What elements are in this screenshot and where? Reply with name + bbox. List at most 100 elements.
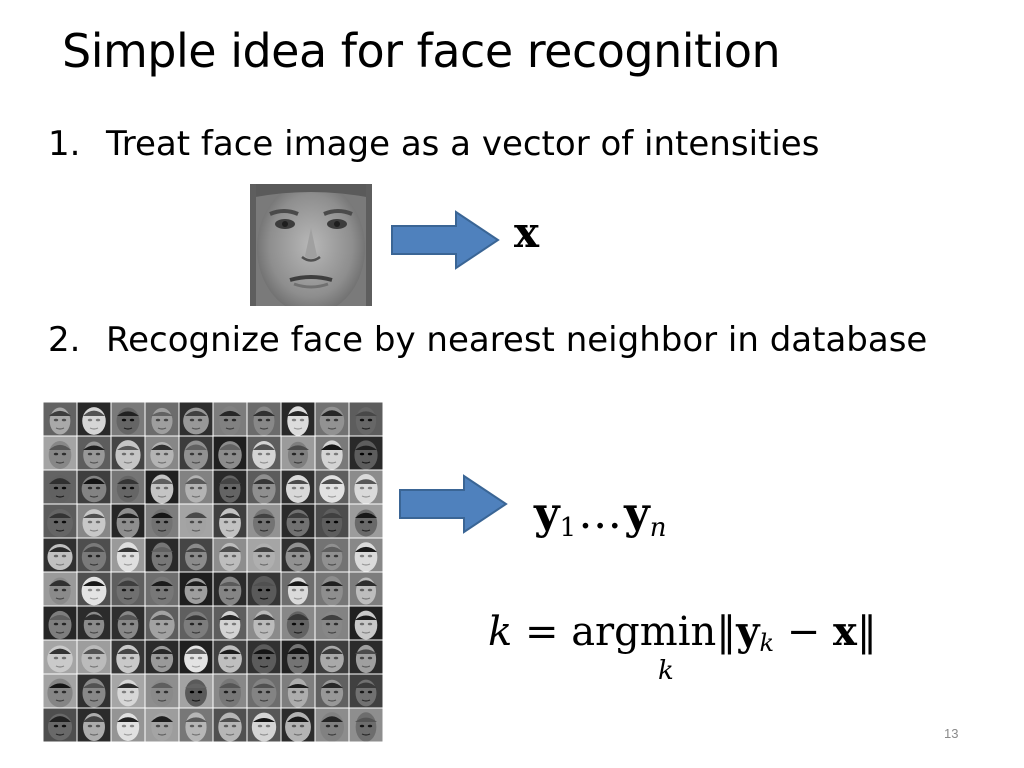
database-face-thumbnail (349, 436, 383, 470)
database-face-thumbnail (179, 572, 213, 606)
norm-close: ‖ (856, 609, 877, 655)
database-face-thumbnail (179, 402, 213, 436)
database-face-thumbnail (145, 436, 179, 470)
database-face-thumbnail (179, 606, 213, 640)
database-face-thumbnail (43, 538, 77, 572)
database-face-thumbnail (213, 674, 247, 708)
database-face-thumbnail (281, 402, 315, 436)
bullet-1-number: 1. (48, 124, 81, 164)
database-face-thumbnail (111, 640, 145, 674)
vector-y1-subscript: 1 (559, 513, 577, 543)
vector-yk: y (736, 608, 760, 655)
database-face-thumbnail (213, 606, 247, 640)
database-face-thumbnail (247, 640, 281, 674)
database-face-thumbnail (111, 436, 145, 470)
database-face-thumbnail (179, 708, 213, 742)
database-face-thumbnail (77, 572, 111, 606)
database-face-thumbnail (315, 470, 349, 504)
vector-yn: y (624, 488, 650, 539)
database-face-thumbnail (43, 436, 77, 470)
database-face-thumbnail (247, 470, 281, 504)
database-face-thumbnail (111, 572, 145, 606)
database-face-thumbnail (349, 538, 383, 572)
database-face-thumbnail (111, 504, 145, 538)
database-face-thumbnail (349, 402, 383, 436)
database-face-thumbnail (349, 504, 383, 538)
arrow-to-database-vectors-icon (399, 474, 508, 534)
database-face-thumbnail (213, 538, 247, 572)
bullet-1-text: Treat face image as a vector of intensit… (106, 124, 820, 164)
vector-x: x (514, 208, 540, 257)
database-face-thumbnail (111, 606, 145, 640)
bullet-1: 1. Treat face image as a vector of intens… (48, 124, 819, 164)
database-face-thumbnail (281, 470, 315, 504)
database-face-thumbnail (213, 436, 247, 470)
database-face-thumbnail (145, 674, 179, 708)
database-face-thumbnail (43, 402, 77, 436)
database-face-thumbnail (43, 504, 77, 538)
database-face-thumbnail (315, 708, 349, 742)
database-face-thumbnail (315, 674, 349, 708)
database-face-thumbnail (349, 606, 383, 640)
database-face-thumbnail (179, 436, 213, 470)
database-face-thumbnail (77, 606, 111, 640)
database-face-thumbnail (213, 504, 247, 538)
bullet-2-number: 2. (48, 320, 81, 360)
vector-yk-subscript: k (759, 629, 775, 657)
database-face-thumbnail (179, 640, 213, 674)
norm-open: ‖ (716, 609, 737, 655)
database-face-thumbnail (111, 470, 145, 504)
database-face-thumbnail (43, 708, 77, 742)
vector-y1: y (534, 488, 560, 539)
database-face-thumbnail (145, 470, 179, 504)
argmin-equation: k = argmin‖yk − x‖k (488, 608, 877, 686)
database-face-thumbnail (349, 708, 383, 742)
database-face-thumbnail (111, 402, 145, 436)
database-face-thumbnail (145, 504, 179, 538)
database-face-thumbnail (315, 402, 349, 436)
database-face-thumbnail (281, 640, 315, 674)
database-face-thumbnail (247, 402, 281, 436)
database-face-thumbnail (145, 708, 179, 742)
database-face-thumbnail (281, 436, 315, 470)
equals-sign: = (512, 609, 572, 655)
database-face-thumbnail (213, 640, 247, 674)
face-database-grid (43, 402, 383, 742)
database-face-thumbnail (247, 708, 281, 742)
database-face-thumbnail (43, 470, 77, 504)
database-face-thumbnail (315, 436, 349, 470)
vector-yn-subscript: n (649, 513, 667, 543)
ellipsis: … (578, 488, 623, 539)
database-face-thumbnail (281, 538, 315, 572)
database-face-thumbnail (247, 572, 281, 606)
database-face-thumbnail (315, 504, 349, 538)
database-face-thumbnail (247, 674, 281, 708)
argmin-operator: argmin (571, 609, 717, 655)
database-face-thumbnail (179, 538, 213, 572)
database-face-thumbnail (43, 606, 77, 640)
minus-sign: − (774, 609, 834, 655)
database-face-thumbnail (247, 606, 281, 640)
database-face-thumbnail (77, 674, 111, 708)
database-face-thumbnail (213, 708, 247, 742)
page-number: 13 (944, 726, 959, 741)
database-face-thumbnail (281, 572, 315, 606)
face-image (250, 184, 372, 306)
slide-title: Simple idea for face recognition (62, 24, 781, 78)
bullet-2: 2.Recognize face by nearest neighbor in … (48, 320, 927, 360)
k-variable: k (488, 609, 513, 655)
database-face-thumbnail (281, 606, 315, 640)
database-face-thumbnail (315, 606, 349, 640)
database-face-thumbnail (77, 436, 111, 470)
database-face-thumbnail (77, 402, 111, 436)
database-face-thumbnail (43, 572, 77, 606)
database-face-thumbnail (77, 538, 111, 572)
database-face-thumbnail (281, 504, 315, 538)
database-face-thumbnail (315, 572, 349, 606)
database-face-thumbnail (43, 640, 77, 674)
database-face-thumbnail (43, 674, 77, 708)
database-face-thumbnail (213, 470, 247, 504)
database-face-thumbnail (349, 640, 383, 674)
database-face-thumbnail (145, 538, 179, 572)
database-face-thumbnail (179, 504, 213, 538)
